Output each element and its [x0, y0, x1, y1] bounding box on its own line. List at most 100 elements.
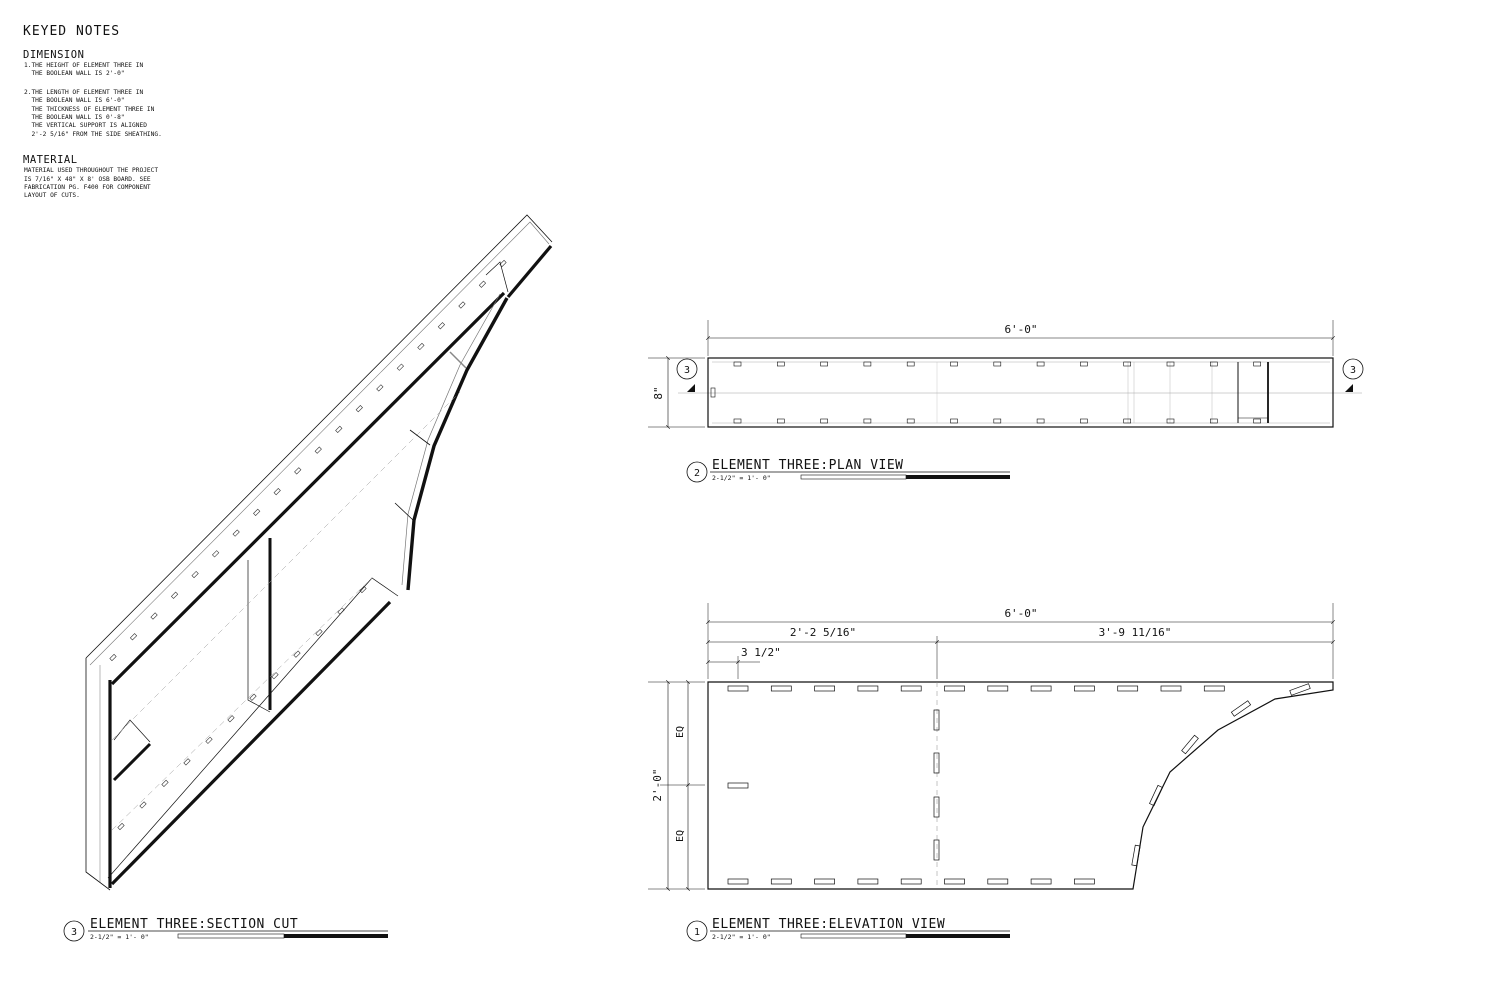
section-connector-block [109, 653, 117, 662]
elevation-vertical-block [933, 709, 940, 731]
elevation-connector-block [987, 878, 1009, 885]
elevation-connector-block [1117, 685, 1139, 692]
section-connector-block [249, 693, 257, 701]
elevation-connector-block [857, 685, 879, 692]
elevation-view-scale: 2-1/2" = 1'- 0" [712, 933, 771, 941]
section-cut-scale-bar-light [177, 933, 285, 939]
plan-connector-block [1036, 361, 1045, 367]
section-connector-block [205, 736, 213, 744]
plan-connector-block [1080, 361, 1088, 367]
elevation-curve-block [1181, 734, 1199, 755]
plan-connector-block [1166, 418, 1175, 424]
plan-connector-block [950, 418, 958, 424]
plan-connector-block [1123, 418, 1131, 424]
elevation-connector-block [727, 782, 749, 789]
svg-text:3: 3 [1350, 365, 1356, 376]
section-connector-block [355, 405, 363, 413]
section-connector-block [117, 822, 125, 831]
section-connector-block [437, 322, 446, 330]
elevation-curve-block [1131, 844, 1141, 867]
elevation-connector-block [770, 878, 792, 885]
keyed-notes: KEYED NOTES DIMENSION 1.THE HEIGHT OF EL… [23, 24, 223, 201]
elevation-view-title: ELEMENT THREE:ELEVATION VIEW [712, 917, 945, 932]
plan-connector-block [993, 418, 1002, 424]
elevation-view-number: 1 [694, 927, 700, 938]
elev-dim-height: 2'-0" [651, 768, 664, 801]
material-heading: MATERIAL [23, 154, 78, 167]
elevation-connector-block [1074, 878, 1095, 885]
elev-eq-bottom: EQ [675, 830, 686, 842]
section-connector-block [253, 508, 261, 516]
plan-view-title: ELEMENT THREE:PLAN VIEW [712, 458, 904, 473]
elevation-connector-block [814, 685, 835, 692]
section-connector-block [293, 650, 301, 658]
elevation-curve-block [1289, 683, 1311, 696]
plan-connector-block [993, 361, 1002, 367]
plan-connector-block [1166, 361, 1175, 367]
section-connector-block [183, 758, 191, 766]
elevation-connector-block [900, 685, 922, 692]
elevation-curve-block [1149, 784, 1163, 807]
plan-connector-block [820, 361, 828, 367]
section-cut-title: ELEMENT THREE:SECTION CUT [90, 917, 298, 932]
plan-connector-block [733, 418, 742, 424]
elevation-view-blocks [727, 683, 1311, 885]
plan-view-drawing [648, 320, 1362, 427]
elevation-connector-block [987, 685, 1009, 692]
elevation-curve-block [1230, 700, 1252, 717]
elev-dim-small: 3 1/2" [741, 646, 781, 659]
elevation-connector-block [727, 878, 749, 885]
plan-connector-block [1080, 418, 1088, 424]
elevation-vertical-block [933, 796, 940, 818]
elevation-connector-block [1074, 685, 1095, 692]
plan-dim-depth: 8" [652, 386, 665, 399]
plan-connector-block [1210, 361, 1218, 367]
section-connector-block [212, 550, 220, 558]
elev-dim-overall: 6'-0" [1004, 607, 1037, 620]
elev-dim-left: 2'-2 5/16" [790, 626, 856, 639]
elevation-connector-block [1030, 878, 1052, 885]
section-cut-blocks [109, 259, 507, 831]
plan-connector-block [776, 361, 785, 367]
elevation-connector-block [814, 878, 835, 885]
section-connector-block [271, 672, 279, 680]
section-connector-block [337, 607, 345, 615]
plan-connector-block [733, 361, 742, 367]
section-cut-scale: 2-1/2" = 1'- 0" [90, 933, 149, 941]
dimension-note-1: 1.THE HEIGHT OF ELEMENT THREE IN THE BOO… [24, 62, 144, 78]
section-connector-block [232, 529, 240, 537]
elevation-vertical-block [933, 752, 940, 774]
section-cut-scale-bar-dark [284, 934, 388, 938]
section-connector-block [191, 570, 199, 579]
section-connector-block [139, 801, 147, 809]
section-connector-block [376, 384, 384, 392]
section-connector-block [294, 467, 302, 475]
dimension-note-2: 2.THE LENGTH OF ELEMENT THREE IN THE BOO… [24, 88, 162, 138]
elev-dim-right: 3'-9 11/16" [1099, 626, 1172, 639]
plan-connector-block [820, 418, 828, 424]
material-note: MATERIAL USED THROUGHOUT THE PROJECT IS … [24, 167, 159, 200]
section-connector-block [161, 779, 169, 788]
elevation-connector-block [1030, 685, 1052, 692]
plan-connector-block [1036, 418, 1045, 424]
plan-connector-block [863, 418, 872, 424]
section-connector-block [150, 612, 158, 620]
section-connector-block [458, 301, 466, 309]
elevation-connector-block [900, 878, 922, 885]
plan-view-scale: 2-1/2" = 1'- 0" [712, 474, 771, 482]
plan-connector-block [776, 418, 785, 424]
plan-connector-block [863, 361, 872, 367]
keyed-notes-title: KEYED NOTES [23, 24, 121, 39]
section-cut-drawing [85, 214, 553, 891]
section-connector-block [273, 487, 281, 496]
plan-connector-block [906, 418, 915, 424]
plan-connector-block [906, 361, 915, 367]
svg-text:3: 3 [684, 365, 690, 376]
section-connector-block [359, 585, 367, 594]
dimension-heading: DIMENSION [23, 49, 85, 61]
elevation-vertical-block [933, 839, 940, 861]
elevation-connector-block [857, 878, 879, 885]
plan-section-tag-left: 3 [676, 358, 698, 392]
plan-connector-block [1253, 418, 1261, 424]
